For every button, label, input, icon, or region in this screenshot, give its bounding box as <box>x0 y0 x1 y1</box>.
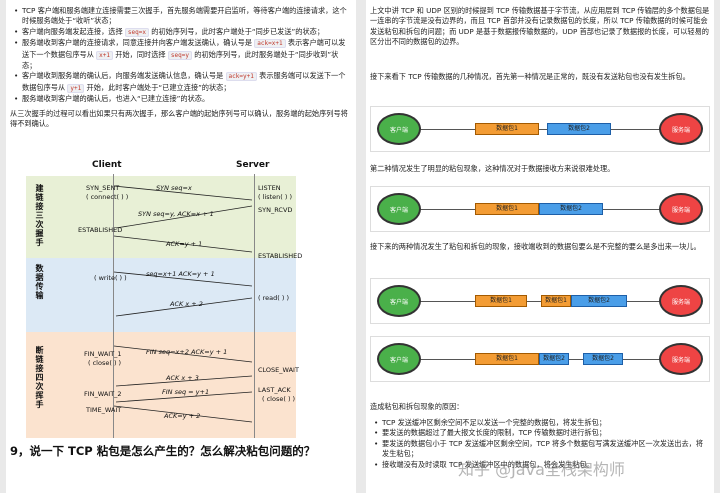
state-fin-wait-2: FIN_WAIT_2 <box>84 390 122 398</box>
state-syn-sent: SYN_SENT <box>86 184 120 192</box>
packet-1: 数据包1 <box>475 123 539 135</box>
client-node: 客户端 <box>377 113 421 145</box>
tcp-state-figure: Client Server 建链接三次握手 数据传输 断链接四次挥手 SYN_S… <box>6 156 356 440</box>
msg-syn: SYN seq=x <box>156 184 192 192</box>
state-listen-call: ( listen( ) ) <box>258 193 293 201</box>
band-label-transfer: 数据传输 <box>35 264 44 300</box>
bullet-3: 服务端收到客户端的连接请求，同意连接并向客户端发送确认，确认号是 ack=x+1… <box>10 38 350 71</box>
watermark: 知乎 @Java全栈架构师 <box>458 460 625 479</box>
state-syn-rcvd: SYN_RCVD <box>258 206 293 214</box>
state-close-client: ( close( ) ) <box>88 359 122 367</box>
cause-4: 接收端没有及时读取 TCP 发送缓冲区中的数据包，将会发生粘包。 <box>370 460 710 471</box>
bullet-5: 服务端收到客户端的确认后，也进入“已建立连接”的状态。 <box>10 94 350 105</box>
client-node: 客户端 <box>377 343 421 375</box>
msg-fin-1: FIN seq=x+2 ACK=y + 1 <box>146 348 228 356</box>
intro-paragraph: 上文中讲 TCP 和 UDP 区别的时候提到 TCP 传输数据基于字节流，从应用… <box>370 6 710 47</box>
msg-last-ack: ACK=y + 2 <box>164 412 201 420</box>
diagram-split-1: 客户端 服务端 数据包1 数据包1 数据包2 <box>370 278 710 324</box>
case-1-paragraph: 接下来看下 TCP 传输数据的几种情况，首先第一种情况是正常的，既没有发送粘包也… <box>370 72 690 81</box>
teardown-band <box>26 332 296 438</box>
packet-1: 数据包1 <box>475 353 539 365</box>
right-page: 上文中讲 TCP 和 UDP 区别的时候提到 TCP 传输数据基于字节流，从应用… <box>366 0 714 493</box>
server-node: 服务端 <box>659 343 703 375</box>
state-last-ack: LAST_ACK <box>258 386 291 394</box>
handshake-band <box>26 176 296 258</box>
state-write: ( write( ) ) <box>94 274 127 282</box>
server-timeline <box>254 174 255 438</box>
diagram-sticky: 客户端 服务端 数据包1 数据包2 <box>370 186 710 232</box>
handshake-paragraph: 从三次握手的过程可以看出如果只有两次握手，那么客户端的起始序列号可以确认，服务端… <box>10 108 348 129</box>
state-established-server: ESTABLISHED <box>258 252 303 260</box>
packet-2: 数据包2 <box>539 203 603 215</box>
diagram-normal: 客户端 服务端 数据包1 数据包2 <box>370 106 710 152</box>
causes-list: TCP 发送缓冲区剩余空间不足以发送一个完整的数据包，将发生拆包； 要发送的数据… <box>370 418 710 470</box>
bullet-1: TCP 客户端和服务端建立连接需要三次握手，首先服务端需要开启监听，等待客户端的… <box>10 6 350 27</box>
state-close-server: ( close( ) ) <box>262 395 296 403</box>
packet-1-rest: 数据包1 <box>541 295 571 307</box>
server-node: 服务端 <box>659 285 703 317</box>
band-label-teardown: 断链接四次挥手 <box>35 346 44 409</box>
cause-2: 要发送的数据超过了最大报文长度的限制，TCP 传输数据时进行拆包； <box>370 428 710 439</box>
left-page: TCP 客户端和服务端建立连接需要三次握手，首先服务端需要开启监听，等待客户端的… <box>6 0 356 493</box>
client-node: 客户端 <box>377 285 421 317</box>
state-fin-wait-1: FIN_WAIT_1 <box>84 350 122 358</box>
client-node: 客户端 <box>377 193 421 225</box>
cause-3: 要发送的数据包小于 TCP 发送缓冲区剩余空间，TCP 将多个数据包写满发送缓冲… <box>370 439 710 460</box>
server-node: 服务端 <box>659 113 703 145</box>
state-established-client: ESTABLISHED <box>78 226 123 234</box>
bullet-4: 客户端收到服务端的确认后，向服务端发送确认信息，确认号是 ack=y+1 表示服… <box>10 71 350 94</box>
section-heading: 9，说一下 TCP 粘包是怎么产生的？怎么解决粘包问题的？ <box>10 444 316 458</box>
transfer-band <box>26 258 296 332</box>
server-node: 服务端 <box>659 193 703 225</box>
state-close-wait: CLOSE_WAIT <box>258 366 299 374</box>
band-label-handshake: 建链接三次握手 <box>35 184 44 247</box>
msg-ack-fin: ACK x + 3 <box>166 374 199 382</box>
bullet-2: 客户端向服务端发起连接，选择 seq=x 的初始序列号，此时客户端处于“同步已发… <box>10 27 350 38</box>
state-connect: ( connect( ) ) <box>86 193 129 201</box>
client-label: Client <box>92 160 122 170</box>
case-2-paragraph: 第二种情况发生了明显的粘包现象，这种情况对于数据接收方来说很难处理。 <box>370 164 615 173</box>
packet-1: 数据包1 <box>475 203 539 215</box>
state-time-wait: TIME_WAIT <box>86 406 122 414</box>
cause-1: TCP 发送缓冲区剩余空间不足以发送一个完整的数据包，将发生拆包； <box>370 418 710 429</box>
state-listen: LISTEN <box>258 184 281 192</box>
handshake-bullets: TCP 客户端和服务端建立连接需要三次握手，首先服务端需要开启监听，等待客户端的… <box>10 6 350 129</box>
packet-1-part: 数据包1 <box>475 295 527 307</box>
packet-2-rest: 数据包2 <box>583 353 623 365</box>
server-label: Server <box>236 160 270 170</box>
client-timeline <box>113 174 114 438</box>
causes-title: 造成粘包和拆包现象的原因： <box>370 402 464 411</box>
msg-ack: ACK=y + 1 <box>166 240 203 248</box>
msg-data: seq=x+1 ACK=y + 1 <box>146 270 215 278</box>
case-3-paragraph: 接下来的两种情况发生了粘包和拆包的现象，接收端收到的数据包要么是不完整的要么是多… <box>370 242 701 251</box>
msg-fin-2: FIN seq = y+1 <box>162 388 210 396</box>
msg-data-ack: ACK x + 2 <box>170 300 203 308</box>
packet-2: 数据包2 <box>547 123 611 135</box>
diagram-split-2: 客户端 服务端 数据包1 数据包2 数据包2 <box>370 336 710 382</box>
message-arrows <box>113 185 253 423</box>
packet-2: 数据包2 <box>571 295 627 307</box>
packet-2-part: 数据包2 <box>539 353 569 365</box>
msg-syn-ack: SYN seq=y, ACK=x + 1 <box>138 210 214 218</box>
state-read: ( read( ) ) <box>258 294 289 302</box>
